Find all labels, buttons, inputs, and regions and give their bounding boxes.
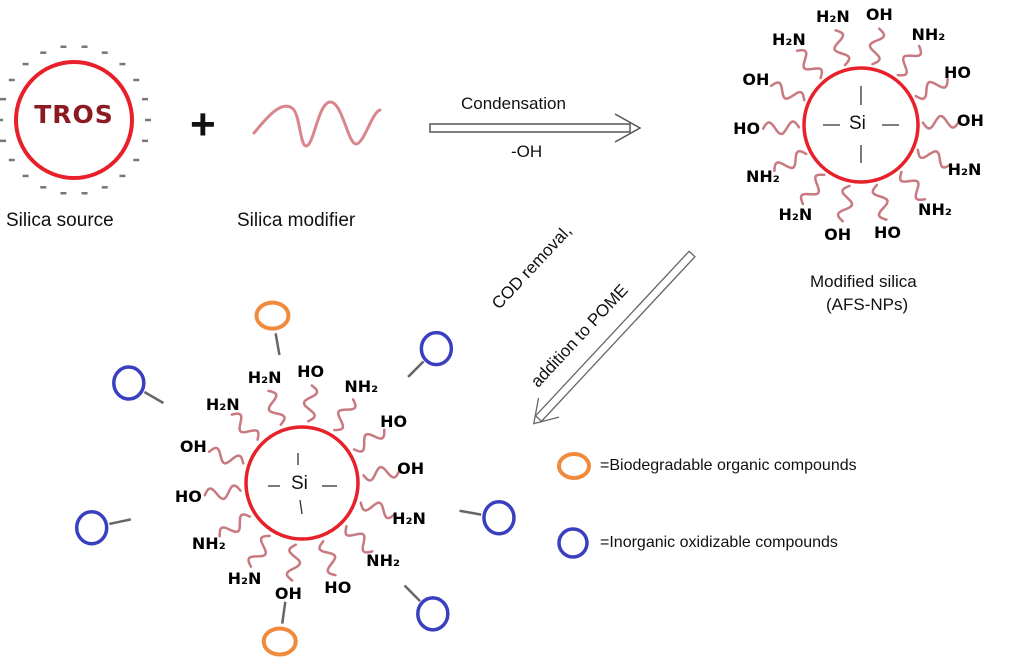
functional-group-label: OH — [956, 110, 984, 130]
inorganic-compound — [74, 509, 109, 546]
functional-group-label: NH₂ — [911, 24, 946, 44]
modified-silica-chains — [761, 27, 961, 223]
functional-group-label: NH₂ — [366, 551, 400, 571]
functional-group-label: H₂N — [392, 508, 426, 528]
binding-link — [143, 390, 165, 405]
modified-silica-ring — [802, 66, 920, 184]
loaded-si-bonds — [268, 453, 337, 515]
binding-link — [459, 509, 482, 516]
inorganic-compound — [416, 596, 450, 632]
ligand-chain — [285, 543, 302, 582]
functional-group-label: H₂N — [227, 568, 262, 588]
ligand-chain — [318, 540, 337, 577]
ligand-chain — [218, 513, 252, 538]
functional-group-label: H₂N — [771, 30, 806, 50]
ligand-chain — [868, 27, 886, 66]
functional-group-label: OH — [865, 4, 893, 24]
functional-group-label: NH₂ — [918, 199, 952, 219]
ligand-chain — [761, 120, 801, 136]
functional-group-label: OH — [274, 584, 302, 604]
loaded-silica-chains — [203, 384, 401, 582]
silica-source-particle — [0, 45, 151, 195]
ligand-chain — [898, 170, 927, 202]
functional-group-label: H₂N — [205, 394, 240, 414]
ligand-chain — [352, 428, 386, 453]
modified-si-bonds — [823, 86, 899, 163]
functional-group-label: H₂N — [947, 159, 982, 179]
functional-group-label: H₂N — [778, 205, 813, 225]
silica-source-ring — [14, 60, 134, 180]
ligand-chain — [896, 44, 923, 77]
ligand-chain — [230, 412, 260, 441]
loaded-silica-ring — [244, 425, 360, 541]
ligand-chain — [302, 384, 319, 423]
functional-group-label: NH₂ — [191, 533, 226, 553]
binding-link — [403, 584, 421, 602]
ligand-chain — [916, 148, 953, 169]
ligand-chain — [362, 465, 401, 482]
legend-inorganic-label: =Inorganic oxidizable compounds — [600, 534, 838, 551]
ligand-chain — [359, 501, 397, 520]
condensation-arrow — [429, 113, 642, 143]
functional-group-label: NH₂ — [344, 377, 379, 397]
functional-group-label: HO — [324, 578, 352, 598]
ligand-chain — [799, 173, 826, 206]
ligand-chain — [871, 183, 889, 221]
modified-si-label: Si — [849, 113, 866, 134]
functional-group-label: HO — [297, 361, 325, 381]
hydroxyl-loss-label: -OH — [511, 142, 543, 161]
functional-group-label: H₂N — [816, 6, 850, 26]
functional-group-label: HO — [733, 119, 761, 139]
ligand-chain — [333, 398, 357, 432]
plus-sign: + — [190, 100, 216, 149]
ligand-chain — [914, 77, 949, 101]
functional-group-label: OH — [179, 437, 207, 457]
functional-group-label: OH — [742, 70, 770, 90]
tros-label: TROS — [34, 100, 114, 129]
legend-inorganic-symbol — [557, 527, 589, 559]
legend-organic-symbol — [557, 452, 591, 480]
inorganic-compound — [112, 365, 146, 401]
silica-modifier-caption: Silica modifier — [237, 210, 356, 231]
ligand-chain — [795, 48, 824, 80]
functional-group-label: HO — [174, 486, 202, 506]
modified-silica-caption-line2: (AFS-NPs) — [826, 295, 909, 314]
functional-group-label: HO — [944, 62, 972, 82]
ligand-chain — [203, 484, 242, 501]
condensation-label: Condensation — [461, 94, 566, 113]
functional-group-label: HO — [380, 412, 408, 432]
adsorbed-pollutants — [74, 300, 516, 657]
organic-compound — [261, 626, 298, 657]
binding-link — [274, 333, 281, 356]
functional-group-label: H₂N — [247, 367, 282, 387]
ligand-chain — [344, 525, 374, 554]
binding-link — [407, 360, 425, 378]
surface-charge-dashes — [0, 45, 151, 195]
ligand-chain — [247, 534, 271, 568]
silica-modifier-wave — [252, 100, 382, 148]
binding-link — [280, 601, 287, 624]
functional-group-label: OH — [397, 459, 425, 479]
modified-silica-caption-line1: Modified silica — [810, 272, 917, 291]
binding-link — [109, 518, 132, 526]
inorganic-compound — [482, 499, 516, 536]
application-arrow — [532, 250, 696, 425]
ligand-chain — [833, 29, 851, 67]
ligand-chain — [921, 114, 961, 130]
organic-compound — [254, 300, 291, 331]
functional-group-label: HO — [873, 223, 901, 243]
loaded-si-label: Si — [291, 473, 308, 494]
ligand-chain — [267, 389, 286, 426]
ligand-chain — [769, 81, 806, 102]
functional-group-label: NH₂ — [745, 167, 780, 187]
ligand-chain — [836, 184, 854, 223]
legend-organic-label: =Biodegradable organic compounds — [600, 457, 857, 474]
functional-group-label: OH — [824, 225, 852, 245]
ligand-chain — [207, 446, 245, 465]
ligand-chain — [773, 149, 808, 173]
inorganic-compound — [419, 330, 454, 367]
silica-source-caption: Silica source — [6, 210, 114, 231]
